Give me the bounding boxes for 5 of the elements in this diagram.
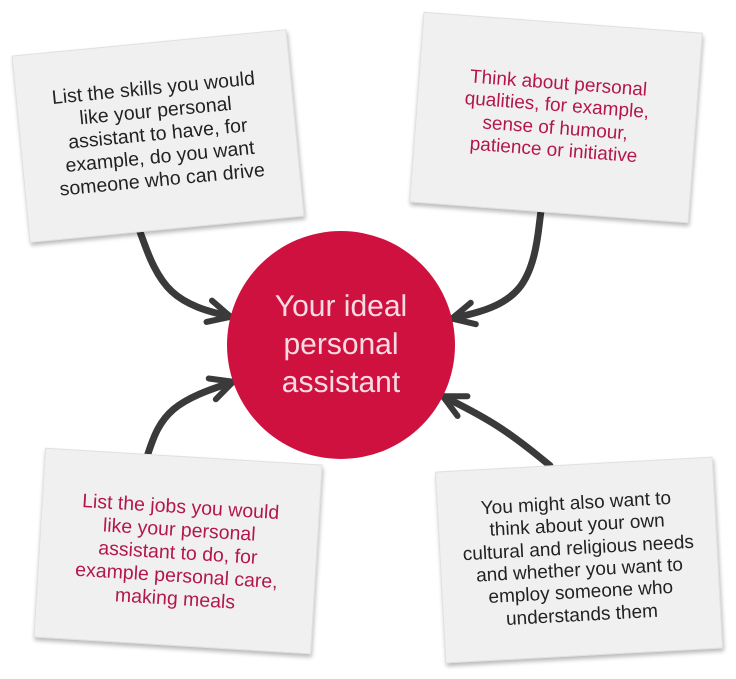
card-text: List the jobs you would like your personal assistant to do, for example personal care, making meals bbox=[74, 489, 281, 616]
card-text: You might also want to think about your own cultural and religious needs and whether you want to employ someone who understands them bbox=[461, 486, 696, 632]
circle-title: Your ideal personal assistant bbox=[274, 288, 408, 402]
card-text: List the skills you would like your personal assistant to have, for example, do you want someone who can drive bbox=[50, 66, 267, 202]
card-text: Think about personal qualities, for example, sense of humour, patience or initiative bbox=[462, 64, 651, 169]
